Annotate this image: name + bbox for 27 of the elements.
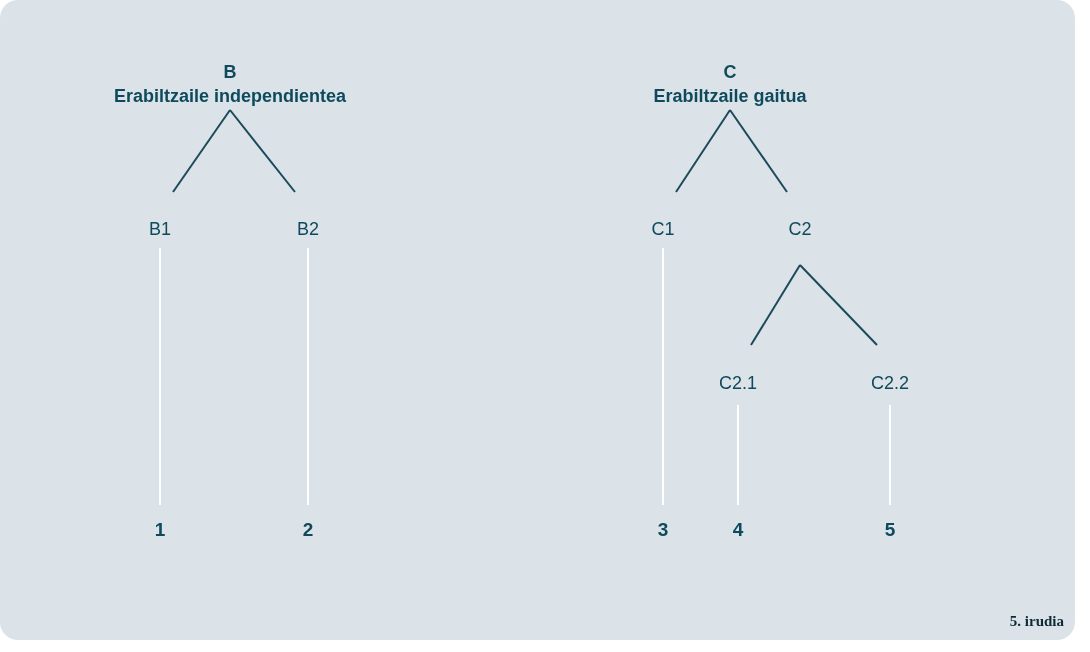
leaf-number: 3 bbox=[656, 518, 670, 542]
branch-line bbox=[675, 109, 731, 193]
branch-line bbox=[229, 109, 296, 193]
figure-number: 5. irudia bbox=[1009, 613, 1064, 630]
vertical-line bbox=[662, 247, 664, 506]
node-label: B2 bbox=[296, 218, 320, 241]
node-label: B1 bbox=[148, 218, 172, 241]
vertical-line bbox=[889, 404, 891, 506]
node-label: C2 bbox=[787, 218, 813, 241]
branch-line bbox=[750, 264, 801, 346]
tree-heading: C bbox=[722, 61, 738, 84]
tree-subheading: Erabiltzaile gaitua bbox=[652, 85, 808, 108]
node-label: C2.2 bbox=[870, 372, 910, 395]
node-label: C2.1 bbox=[718, 372, 758, 395]
vertical-line bbox=[159, 247, 161, 506]
leaf-number: 1 bbox=[153, 518, 167, 542]
leaf-number: 5 bbox=[883, 518, 897, 542]
vertical-line bbox=[307, 247, 309, 506]
tree-subheading: Erabiltzaile independientea bbox=[112, 85, 348, 108]
vertical-line bbox=[737, 404, 739, 506]
leaf-number: 2 bbox=[301, 518, 315, 542]
leaf-number: 4 bbox=[731, 518, 745, 542]
branch-line bbox=[799, 264, 878, 346]
node-label: C1 bbox=[650, 218, 676, 241]
branch-line bbox=[172, 109, 231, 193]
tree-heading: B bbox=[222, 61, 238, 84]
branch-line bbox=[729, 109, 788, 193]
